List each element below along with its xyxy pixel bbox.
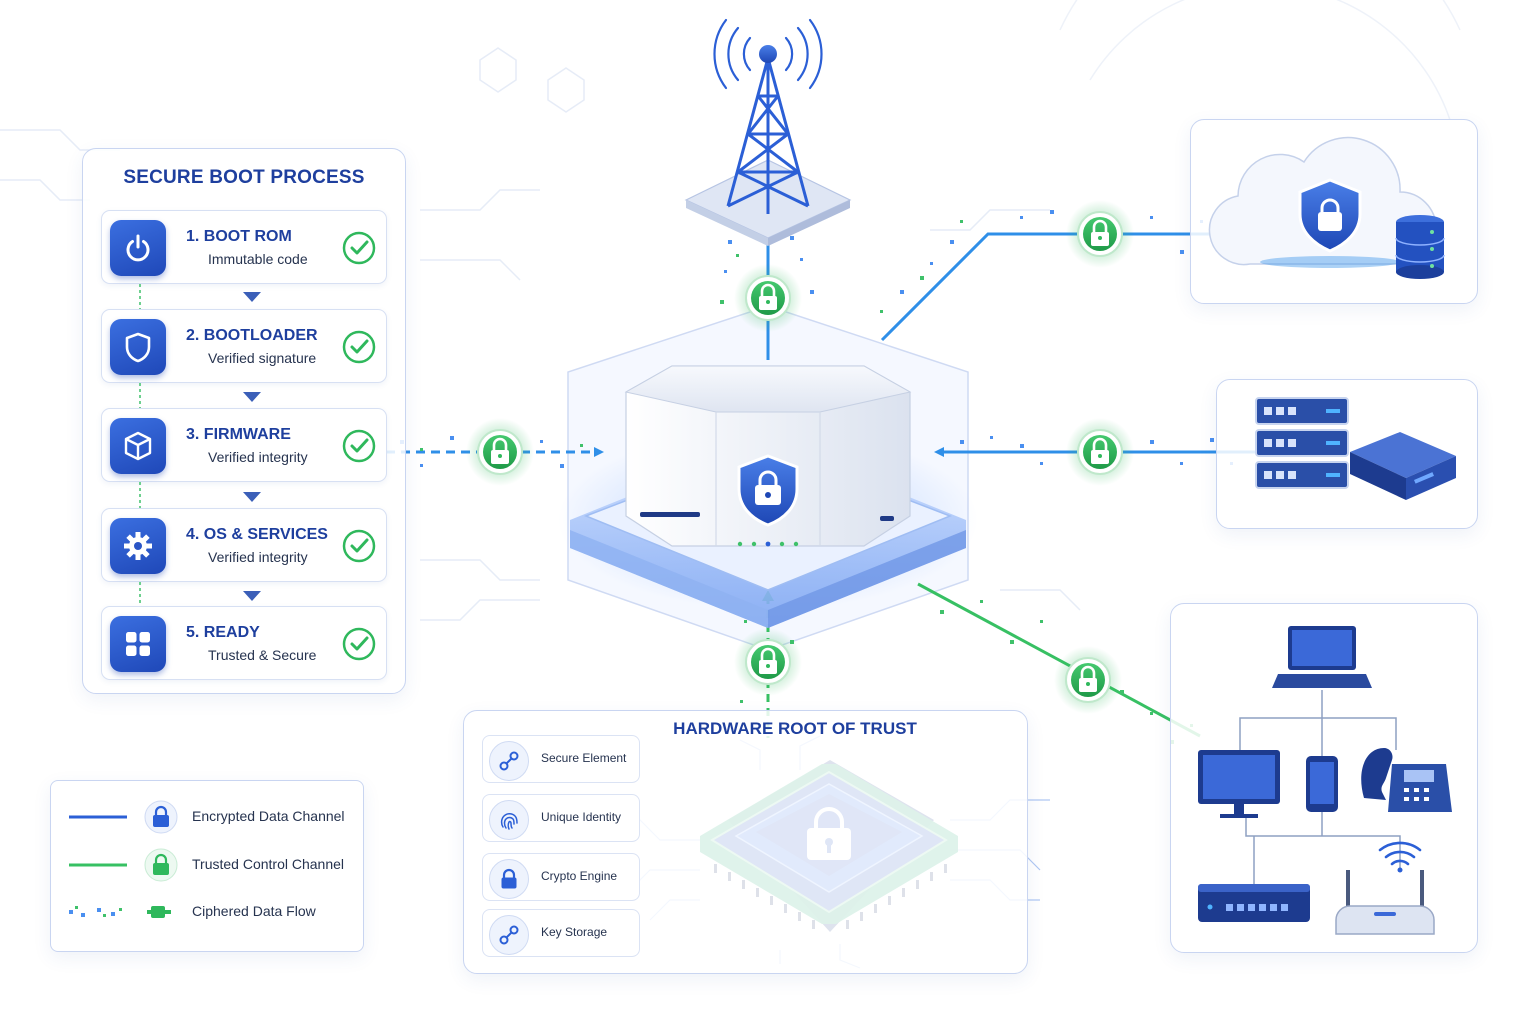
power-icon <box>110 220 166 276</box>
shield-icon <box>110 319 166 375</box>
server-link-lock-icon <box>1066 418 1134 486</box>
boot-step-desc: Immutable code <box>208 251 308 267</box>
boot-step-desc: Verified signature <box>208 350 317 366</box>
hardware-root-panel: HARDWARE ROOT OF TRUST Secure Element Un… <box>463 710 1028 974</box>
boot-link-lock-icon <box>466 418 534 486</box>
fingerprint-icon <box>489 800 529 840</box>
check-icon <box>342 330 376 368</box>
hardware-link-lock-icon <box>734 628 802 696</box>
blue-lock-icon <box>69 800 178 834</box>
boot-step-name: 2. BOOTLOADER <box>186 327 318 344</box>
server-node-frame <box>1216 379 1478 529</box>
check-icon <box>342 627 376 665</box>
boot-step-name: 4. OS & SERVICES <box>186 526 328 543</box>
background-circuit <box>0 0 1461 621</box>
check-icon <box>342 429 376 467</box>
gateway-shield-icon <box>737 454 799 527</box>
boot-step-desc: Verified integrity <box>208 449 308 465</box>
legend-encrypted: Encrypted Data Channel <box>51 797 363 837</box>
cloud-node-frame <box>1190 119 1478 304</box>
boot-step-desc: Verified integrity <box>208 549 308 565</box>
devices-node-frame <box>1170 603 1478 953</box>
legend-label: Trusted Control Channel <box>192 856 345 872</box>
boot-step-firmware: 3. FIRMWARE Verified integrity <box>101 408 387 482</box>
data-flow-icon <box>69 906 171 918</box>
lock-icon <box>489 859 529 899</box>
boot-step-name: 1. BOOT ROM <box>186 228 292 245</box>
devices-link-lock-icon <box>1054 646 1122 714</box>
check-icon <box>342 231 376 269</box>
hw-item-unique-identity: Unique Identity <box>482 794 640 842</box>
cloud-link <box>880 232 1216 342</box>
hw-item-secure-element: Secure Element <box>482 735 640 783</box>
boot-step-boot-rom: 1. BOOT ROM Immutable code <box>101 210 387 284</box>
cell-tower <box>684 18 852 246</box>
key-icon <box>489 915 529 955</box>
hardware-root-title: HARDWARE ROOT OF TRUST <box>673 719 917 738</box>
boot-step-ready: 5. READY Trusted & Secure <box>101 606 387 680</box>
boot-process-title: SECURE BOOT PROCESS <box>123 167 365 188</box>
boot-step-desc: Trusted & Secure <box>208 647 317 663</box>
devices-link <box>917 582 1201 738</box>
hw-item-label: Secure Element <box>541 751 627 765</box>
secure-boot-panel: SECURE BOOT PROCESS 1. BOOT ROM Immutabl… <box>82 148 406 694</box>
cube-icon <box>110 418 166 474</box>
grid-icon <box>110 616 166 672</box>
green-lock-icon <box>69 848 178 882</box>
legend-trusted: Trusted Control Channel <box>51 845 363 885</box>
hw-item-label: Key Storage <box>541 925 608 939</box>
hw-item-crypto-engine: Crypto Engine <box>482 853 640 901</box>
secure-gateway-device <box>570 365 966 628</box>
legend-label: Encrypted Data Channel <box>192 808 345 824</box>
boot-step-name: 3. FIRMWARE <box>186 426 291 443</box>
boot-step-name: 5. READY <box>186 624 260 641</box>
legend-panel: Encrypted Data Channel Trusted Control C… <box>50 780 364 952</box>
hw-item-label: Crypto Engine <box>541 869 618 883</box>
cloud-link-lock-icon <box>1066 200 1134 268</box>
gear-icon <box>110 518 166 574</box>
tower-link-lock-icon <box>734 264 802 332</box>
check-icon <box>342 529 376 567</box>
legend-label: Ciphered Data Flow <box>192 903 316 919</box>
boot-step-bootloader: 2. BOOTLOADER Verified signature <box>101 309 387 383</box>
legend-data-flow: Ciphered Data Flow <box>51 892 363 932</box>
link-icon <box>489 741 529 781</box>
hw-item-key-storage: Key Storage <box>482 909 640 957</box>
hw-item-label: Unique Identity <box>541 810 622 824</box>
boot-step-os-services: 4. OS & SERVICES Verified integrity <box>101 508 387 582</box>
